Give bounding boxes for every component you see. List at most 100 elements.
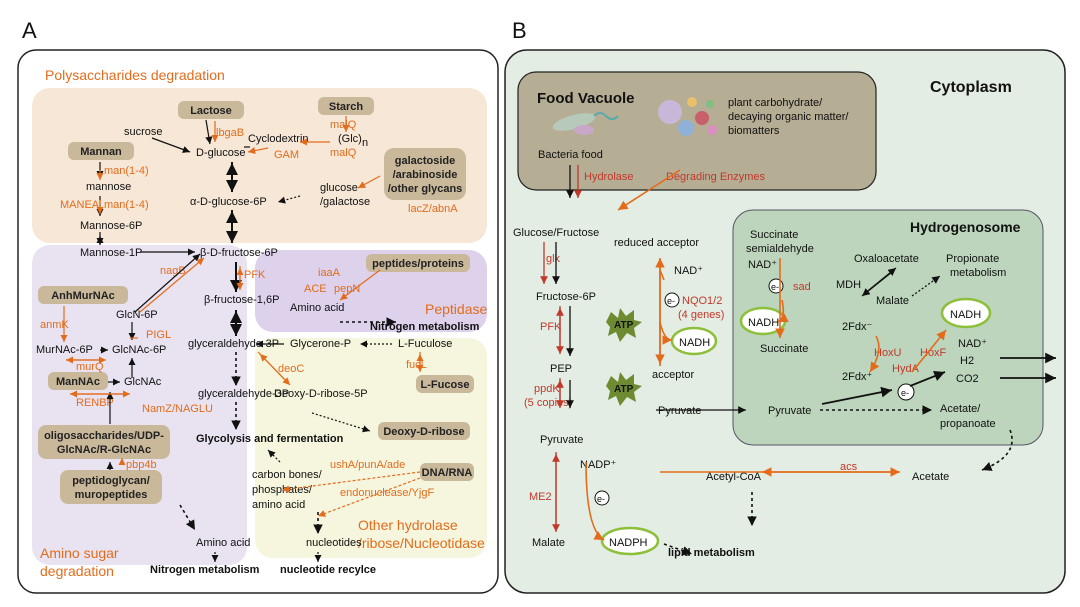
enzyme-acs: acs	[840, 461, 858, 473]
substrate-lfucose: L-Fucose	[421, 379, 470, 391]
enzyme-glk: glk	[546, 253, 561, 265]
met-murnac6p: MurNAc-6P	[36, 344, 93, 356]
substrate-box-starch	[318, 97, 374, 115]
met-glycerone-p: Glycerone-P	[290, 338, 351, 350]
atp-burst-2	[606, 372, 642, 406]
met-mannose1p: Mannose-1P	[80, 247, 142, 259]
panel-b-red-arrows	[540, 165, 582, 532]
met-nitrogen-pep: Nitrogen metabolism	[370, 321, 480, 333]
food-vacuole-label: Food Vacuole	[537, 90, 635, 107]
enzyme-anmk: anmK	[40, 319, 69, 331]
enzyme-me2: ME2	[529, 491, 552, 503]
pep: PEP	[550, 363, 572, 375]
enzyme-pigl: PIGL	[146, 329, 171, 341]
plant-label-2: decaying organic matter/	[728, 111, 849, 123]
panel-a-orange-arrows	[60, 116, 424, 517]
section-amino-sugar-1: Amino sugar	[40, 545, 119, 561]
degrading-enzymes-label: Degrading Enzymes	[666, 171, 766, 183]
enzyme-pfk: PFK	[244, 269, 266, 281]
substrate-dnarna: DNA/RNA	[422, 467, 473, 479]
nadh-cyto: NADH	[679, 337, 710, 349]
met-carbon-1: carbon bones/	[252, 469, 323, 481]
reduced-acceptor: reduced acceptor	[614, 237, 699, 249]
met-a-glucose6p: α-D-glucose-6P	[190, 196, 267, 208]
enzyme-ace: ACE	[304, 283, 327, 295]
plant-label-3: biomatters	[728, 125, 780, 137]
substrate-galactoside-3: /other glycans	[388, 183, 463, 195]
succ-semi-2: semialdehyde	[746, 243, 814, 255]
acetate-prop-1: Acetate/	[940, 403, 981, 415]
hydrolase-label: Hydrolase	[584, 171, 634, 183]
lipid-metabolism: lipid metabolism	[668, 547, 755, 559]
nadh-h1: NADH	[748, 317, 779, 329]
food-vacuole	[517, 71, 877, 191]
substrate-box-mannac	[48, 372, 108, 390]
section-other-hydrolase-2: /ribose/Nucleotidase	[358, 535, 485, 551]
substrate-mannac: ManNAc	[56, 376, 100, 388]
enzyme-ppdk: ppdK	[534, 383, 560, 395]
hydrogenosome-label: Hydrogenosome	[910, 219, 1021, 235]
met-carbon-2: phosphates/	[252, 484, 313, 496]
enzyme-deoc: deoC	[278, 363, 304, 375]
enzyme-nqo: NQO1/2	[682, 295, 722, 307]
panel-b-black-arrows	[552, 165, 1056, 556]
met-nitrogen-bottom: Nitrogen metabolism	[150, 564, 260, 576]
substrate-box-mannan	[68, 142, 134, 160]
enzyme-pbp4b: pbp4b	[126, 459, 157, 471]
enzyme-hoxf: HoxF	[920, 347, 947, 359]
enzyme-man14-1: man(1-4)	[104, 165, 149, 177]
nad-plus-h: NAD⁺	[748, 259, 777, 271]
plant-label-1: plant carbohydrate/	[728, 97, 823, 109]
met-carbon-3: amino acid	[252, 499, 305, 511]
met-glyceraldehyde3p-2: glyceraldehyde-3P	[198, 388, 289, 400]
met-d-glucose: D-glucose	[196, 147, 246, 159]
enzyme-ppdk-copies: (5 copies)	[524, 397, 572, 409]
met-glcnac6p: GlcNAc-6P	[112, 344, 166, 356]
enzyme-renbp: RENBP	[76, 397, 114, 409]
cytoplasm-label: Cytoplasm	[930, 79, 1012, 96]
pyruvate-left: Pyruvate	[658, 405, 701, 417]
substrate-oligo-1: oligosaccharides/UDP-	[44, 430, 164, 442]
met-l-fuculose: L-Fuculose	[398, 338, 452, 350]
propionate-1: Propionate	[946, 253, 999, 265]
enzyme-usha: ushA/punA/ade	[330, 459, 405, 471]
substrate-box-anhmurnac	[38, 286, 128, 304]
section-peptidase: Peptidase	[425, 301, 487, 317]
oxaloacetate: Oxaloacetate	[854, 253, 919, 265]
substrate-box-deoxyribose	[378, 422, 470, 440]
pyruvate-lower: Pyruvate	[540, 434, 583, 446]
met-cyclodextrin: Cyclodextrin	[248, 133, 309, 145]
nadh-ring-cyto	[670, 326, 718, 356]
met-galactose: /galactose	[320, 196, 370, 208]
met-glycolysis: Glycolysis and fermentation	[196, 433, 344, 445]
substrate-box-lfucose	[416, 375, 474, 393]
enzyme-hoxu: HoxU	[874, 347, 902, 359]
substrate-peptides: peptides/proteins	[372, 258, 464, 270]
section-amino-sugar-2: degradation	[40, 563, 114, 579]
e-label-nqo: e-	[667, 296, 675, 306]
e-label-hyd: e-	[901, 388, 909, 398]
enzyme-laczabna: lacZ/abnA	[408, 203, 458, 215]
malate-left: Malate	[532, 537, 565, 549]
met-glcnac: GlcNAc	[124, 376, 162, 388]
met-b-fructose16p: β-fructose-1,6P	[204, 294, 279, 306]
enzyme-iaaa: iaaA	[318, 267, 341, 279]
met-sucrose: sucrose	[124, 126, 163, 138]
e-label-sad: e-	[771, 282, 779, 292]
enzyme-namz: NamZ/NAGLU	[142, 403, 213, 415]
polysaccharides-region	[32, 88, 487, 243]
nadh-ring-h2	[940, 297, 992, 329]
substrate-anhmurnac: AnhMurNAc	[51, 290, 115, 302]
organic-matter-icon	[658, 97, 717, 136]
bacteria-icon	[552, 112, 619, 135]
enzyme-sad: sad	[793, 281, 811, 293]
enzyme-pfk-b: PFK	[540, 321, 562, 333]
substrate-peptidoglycan-2: muropeptides	[75, 489, 148, 501]
enzyme-malq-2: malQ	[330, 147, 357, 159]
substrate-box-peptides	[366, 254, 470, 272]
enzyme-man14-2: man(1-4)	[104, 199, 149, 211]
glucose-fructose: Glucose/Fructose	[513, 227, 599, 239]
panel-b-orange-arrows	[585, 169, 947, 541]
enzyme-nagb: nagB	[160, 265, 186, 277]
